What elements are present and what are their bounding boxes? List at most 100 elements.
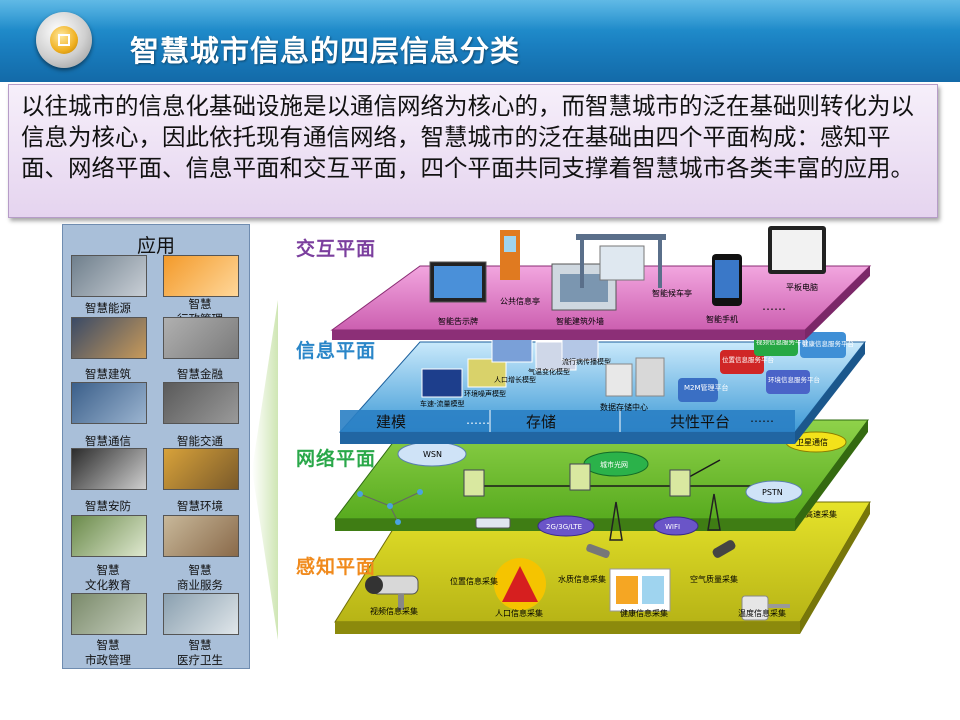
app-tile-label: 智慧建筑 xyxy=(85,367,131,381)
four-layer-diagram: 位置信息采集 水质信息采集 空气质量采集 视频信息采集 人口信息采集 健康信息采… xyxy=(280,224,880,672)
perception-label-population: 人口信息采集 xyxy=(495,608,543,618)
bus-shelter-icon xyxy=(576,234,666,288)
wifi-ellipse: WIFI xyxy=(653,516,699,536)
platform-label-environment: 环境信息服务平台 xyxy=(768,375,820,384)
app-tile-image xyxy=(163,317,239,359)
satellite-ellipse: 卫星通信 xyxy=(785,431,847,453)
app-tile-image xyxy=(71,382,147,424)
app-tile-label: 智慧 xyxy=(188,638,212,652)
network-plane-side xyxy=(795,420,868,531)
app-tile-label: 医疗卫生 xyxy=(177,653,223,667)
information-plane-label: 信息平面 xyxy=(296,340,377,362)
app-tile-label: 智慧能源 xyxy=(85,301,131,315)
population-logo-icon xyxy=(494,558,546,610)
datacenter-icon xyxy=(605,357,665,397)
app-tile-image xyxy=(163,448,239,490)
app-tile-image xyxy=(163,382,239,424)
perception-label-location: 位置信息采集 xyxy=(450,576,498,586)
city-fiber-ellipse: 城市光网 xyxy=(583,451,649,477)
perception-plane-label: 感知平面 xyxy=(296,556,377,578)
information-section-modeling: 建模 xyxy=(376,413,406,431)
svg-text:WSN: WSN xyxy=(423,450,442,459)
perception-plane-edge xyxy=(335,622,800,634)
interaction-plane-side xyxy=(805,266,870,340)
temperature-sensor-icon xyxy=(741,595,790,621)
perception-label-water: 水质信息采集 xyxy=(558,574,606,584)
smartphone-icon xyxy=(712,254,742,306)
app-tile-label: 智慧安防 xyxy=(85,499,131,513)
perception-label-highspeed: 高速采集 xyxy=(805,509,837,519)
app-tile-label: 智慧 xyxy=(188,563,212,577)
perception-label-video: 视频信息采集 xyxy=(370,606,418,616)
app-tile-image xyxy=(71,515,147,557)
platform-label-m2m: M2M管理平台 xyxy=(684,383,729,392)
svg-text:卫星通信: 卫星通信 xyxy=(796,437,828,447)
svg-text:PSTN: PSTN xyxy=(762,488,783,497)
billboard-icon xyxy=(429,261,487,303)
app-tile-label: 智慧金融 xyxy=(177,367,223,381)
interaction-label-shelter: 智能候车亭 xyxy=(652,288,692,298)
interaction-plane-edge xyxy=(332,330,805,340)
model-label-population: 人口增长模型 xyxy=(494,375,536,384)
health-panel-icon xyxy=(609,568,671,612)
interaction-label-wall: 智能建筑外墙 xyxy=(556,316,604,326)
information-ellipsis-right: …… xyxy=(750,411,774,425)
mobile-ellipse: 2G/3G/LTE xyxy=(537,515,595,537)
model-label-epidemic: 流行病传播模型 xyxy=(562,357,611,366)
model-label-temperature: 气温变化模型 xyxy=(528,367,570,376)
layer-stack-svg: 位置信息采集 水质信息采集 空气质量采集 视频信息采集 人口信息采集 健康信息采… xyxy=(330,226,872,634)
intro-text-box: 以往城市的信息化基础设施是以通信网络为核心的，而智慧城市的泛在基础则转化为以信息… xyxy=(8,84,938,218)
interaction-label-phone: 智能手机 xyxy=(706,314,738,324)
title-bar-shine xyxy=(0,0,960,30)
information-plane-edge xyxy=(340,432,795,444)
logo-inner xyxy=(50,26,78,54)
router-icon xyxy=(475,517,511,529)
information-ellipsis: …… xyxy=(466,413,490,427)
perception-label-temperature: 温度信息采集 xyxy=(738,608,786,618)
network-plane-label: 网络平面 xyxy=(296,448,377,470)
applications-title: 应用 xyxy=(136,235,175,257)
camera-icon xyxy=(365,575,419,610)
interaction-label-tablet: 平板电脑 xyxy=(786,282,818,292)
app-tile-label: 智慧 xyxy=(96,563,120,577)
app-tile-label: 智慧环境 xyxy=(177,499,223,513)
kiosk-icon xyxy=(500,230,520,280)
platform-label-location: 位置信息服务平台 xyxy=(722,355,774,364)
interaction-ellipsis: …… xyxy=(762,299,786,313)
interaction-label-billboard: 智能告示牌 xyxy=(438,316,478,326)
information-plane-side xyxy=(795,342,865,444)
app-tile-label: 智慧 xyxy=(188,297,212,311)
wsn-ellipse: WSN xyxy=(397,441,467,467)
perception-plane-side xyxy=(800,502,870,634)
app-tile-image xyxy=(163,255,239,297)
app-tile-label: 市政管理 xyxy=(85,653,131,667)
model-label-noise: 环境噪声模型 xyxy=(464,389,506,398)
app-tile-image xyxy=(163,515,239,557)
water-sensor-icon xyxy=(586,543,610,559)
perception-label-air: 空气质量采集 xyxy=(690,574,738,584)
perception-label-health: 健康信息采集 xyxy=(620,608,668,618)
svg-text:城市光网: 城市光网 xyxy=(600,460,628,469)
app-tile-label: 智慧 xyxy=(96,638,120,652)
app-tile-label: 智慧通信 xyxy=(85,434,131,448)
tower-icon xyxy=(609,493,721,541)
platform-label-health: 健康信息服务平台 xyxy=(802,339,854,348)
information-section-bar xyxy=(340,410,795,432)
title-bar: 智慧城市信息的四层信息分类 xyxy=(0,0,960,82)
app-tile-image xyxy=(71,593,147,635)
svg-text:WIFI: WIFI xyxy=(665,523,680,531)
interaction-plane-label: 交互平面 xyxy=(296,238,377,260)
server-icon xyxy=(463,463,691,497)
app-tile-image xyxy=(71,255,147,297)
connector-wedge xyxy=(252,300,278,640)
model-label-traffic: 车速-流量模型 xyxy=(420,399,465,408)
app-tile-label: 智能交通 xyxy=(177,434,223,448)
app-tile-image xyxy=(163,593,239,635)
sensor-mesh-icon xyxy=(357,489,423,525)
svg-text:2G/3G/LTE: 2G/3G/LTE xyxy=(546,523,582,531)
logo-square-icon xyxy=(58,34,70,46)
information-section-common-platform: 共性平台 xyxy=(670,413,730,431)
app-tile-label: 商业服务 xyxy=(177,578,223,592)
platform-label-video: 视频信息服务平台 xyxy=(756,337,808,346)
interaction-label-kiosk: 公共信息亭 xyxy=(500,296,540,306)
